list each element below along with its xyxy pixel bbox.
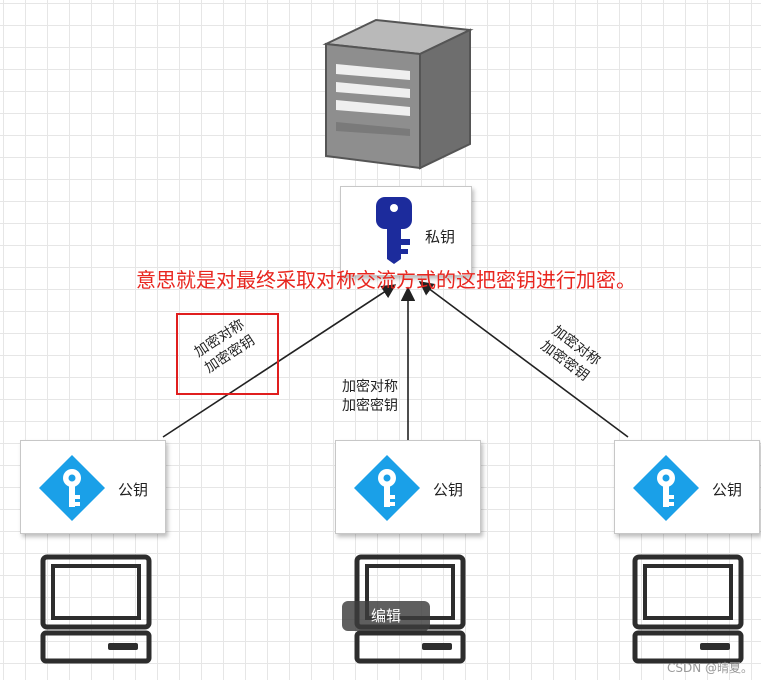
private-key-box: 私钥 xyxy=(340,186,472,276)
highlight-box xyxy=(176,313,279,395)
annotation-text: 意思就是对最终采取对称交流方式的这把密钥进行加密。 xyxy=(136,268,636,292)
connection-middle-label-line2: 加密密钥 xyxy=(342,398,398,414)
edit-button[interactable]: 编辑 xyxy=(342,601,430,631)
connection-right-arrow xyxy=(418,281,629,438)
connection-middle-label-line1: 加密对称 xyxy=(342,379,398,395)
connection-middle-label: 加密对称 加密密钥 xyxy=(325,378,415,416)
client-left-key-label: 公钥 xyxy=(118,481,149,499)
client-right-key-label: 公钥 xyxy=(712,481,743,499)
client-left-public-key-box: 公钥 xyxy=(20,440,166,534)
client-right-public-key-box: 公钥 xyxy=(614,440,760,534)
connection-left-arrow xyxy=(162,284,397,438)
public-key-icon xyxy=(633,455,699,521)
client-middle-public-key-box: 公钥 xyxy=(335,440,481,534)
watermark: CSDN @晴夏。 xyxy=(666,661,753,675)
client-left-computer-icon xyxy=(40,554,152,664)
private-key-label: 私钥 xyxy=(425,228,456,246)
public-key-icon xyxy=(354,455,420,521)
client-middle-key-label: 公钥 xyxy=(433,481,464,499)
private-key-icon xyxy=(376,197,412,264)
server-icon xyxy=(322,18,474,170)
public-key-icon xyxy=(39,455,105,521)
client-right-computer-icon xyxy=(632,554,744,664)
